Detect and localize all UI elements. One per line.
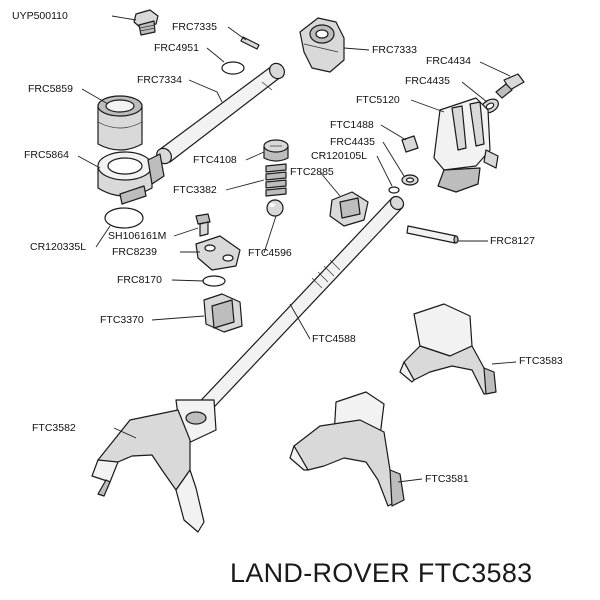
- label-ftc4588: FTC4588: [312, 333, 356, 345]
- label-ftc5120: FTC5120: [356, 94, 400, 106]
- label-cr120105l: CR120105L: [311, 150, 367, 162]
- label-frc7335: FRC7335: [172, 21, 217, 33]
- label-frc8239: FRC8239: [112, 246, 157, 258]
- footer-caption: LAND-ROVER FTC3583: [230, 558, 532, 588]
- part-uyp500110: [133, 9, 159, 36]
- label-frc4435-top: FRC4435: [405, 75, 450, 87]
- label-frc4435-mid: FRC4435: [330, 136, 375, 148]
- part-frc8127: [406, 225, 459, 244]
- part-ftc3581: [289, 391, 405, 507]
- label-frc4951: FRC4951: [154, 42, 199, 54]
- part-ftc5120: [433, 97, 499, 193]
- part-ftc3582: [91, 399, 217, 533]
- part-ftc4596: [266, 199, 284, 217]
- part-frc8239: [195, 235, 241, 271]
- part-frc4434: [495, 73, 525, 99]
- label-ftc3581: FTC3581: [425, 473, 469, 485]
- label-cr120335l: CR120335L: [30, 241, 86, 253]
- label-ftc4108: FTC4108: [193, 154, 237, 166]
- label-frc7334: FRC7334: [137, 74, 182, 86]
- part-ftc3382: [265, 163, 287, 197]
- label-frc8127: FRC8127: [490, 235, 535, 247]
- label-ftc3582: FTC3582: [32, 422, 76, 434]
- label-uyp500110: UYP500110: [12, 10, 68, 22]
- label-ftc3370: FTC3370: [100, 314, 144, 326]
- label-sh106161m: SH106161M: [108, 230, 166, 242]
- part-ftc4108: [263, 139, 289, 162]
- part-ftc3370: [203, 293, 243, 333]
- label-ftc2885: FTC2885: [290, 166, 334, 178]
- part-frc7333: [299, 17, 345, 73]
- leader-lines: [77, 15, 517, 483]
- label-frc5864: FRC5864: [24, 149, 69, 161]
- label-ftc3382: FTC3382: [173, 184, 217, 196]
- label-ftc3583: FTC3583: [519, 355, 563, 367]
- part-ftc2885: [329, 191, 369, 227]
- part-frc4435-mid: [401, 174, 419, 186]
- part-sh106161m: [195, 213, 211, 237]
- label-ftc4596: FTC4596: [248, 247, 292, 259]
- label-frc5859: FRC5859: [28, 83, 73, 95]
- label-frc8170: FRC8170: [117, 274, 162, 286]
- label-frc4434: FRC4434: [426, 55, 471, 67]
- part-frc8170: [202, 275, 226, 287]
- part-frc4951: [221, 61, 245, 75]
- part-cr120335l: [104, 207, 144, 229]
- label-ftc1488: FTC1488: [330, 119, 374, 131]
- part-ftc3583: [399, 303, 497, 395]
- part-ftc1488: [401, 135, 419, 153]
- part-cr120105l: [388, 186, 400, 194]
- part-frc5864: [97, 151, 165, 205]
- label-frc7333: FRC7333: [372, 44, 417, 56]
- part-labels: UYP500110 FRC7335 FRC4951 FRC7334 FRC733…: [12, 10, 563, 485]
- part-frc5859: [97, 95, 143, 151]
